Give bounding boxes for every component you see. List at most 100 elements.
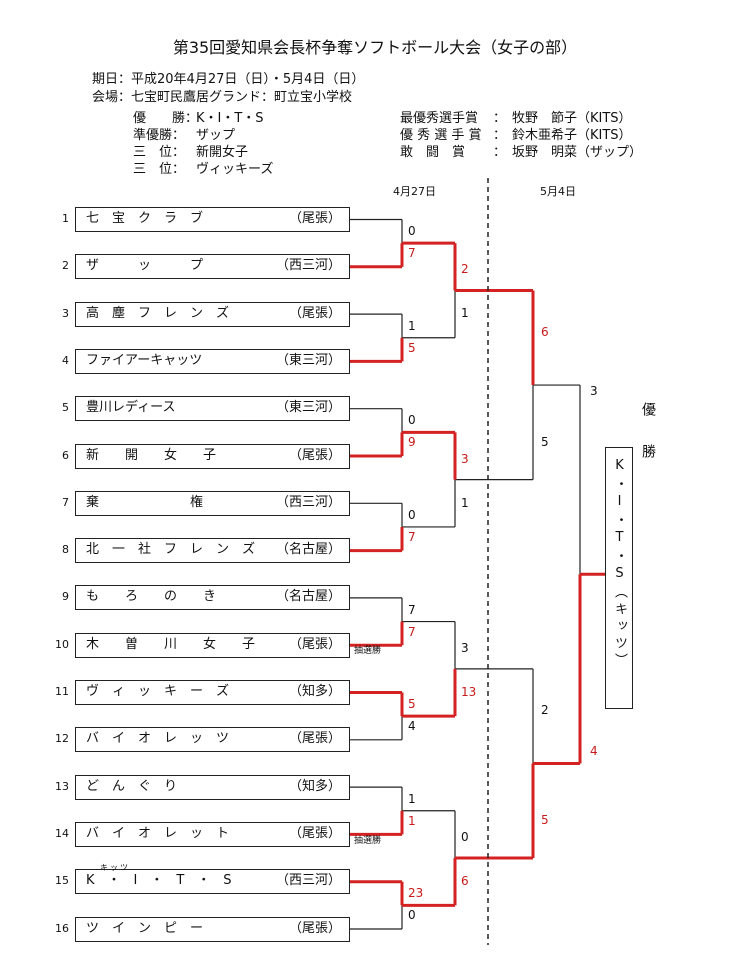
result-third2-value: ヴィッキーズ — [196, 162, 274, 177]
team-name: 新 開 女 子 — [86, 447, 217, 463]
team-name: 棄 権 — [86, 494, 204, 510]
lottery-note-match7: 抽選勝 — [354, 836, 382, 846]
score-sf-top: 2 — [541, 703, 549, 718]
lottery-note-match5: 抽選勝 — [354, 646, 382, 656]
award-outstanding-label: 優 秀 選 手 賞 — [400, 128, 482, 143]
team-slot: ど ん ぐ り （知多） — [75, 774, 350, 800]
team-name: バ イ オ レ ッ ト — [86, 825, 230, 841]
team-region: （西三河） — [275, 873, 341, 889]
result-third1-label: 三 位： — [133, 145, 186, 160]
team-slot: バ イ オ レ ッ ツ（尾張） — [75, 727, 350, 753]
team-seed: 4 — [62, 353, 69, 367]
team-name: ど ん ぐ り — [86, 778, 178, 794]
score-r1-top: 5 — [408, 697, 416, 712]
team-slot: 高 塵 フ レ ン ズ（尾張） — [75, 301, 350, 327]
team-slot: ヴ ィ ッ キ ー ズ（知多） — [75, 680, 350, 705]
team-region: （尾張） — [288, 636, 341, 652]
award-outstanding-sep: ： — [493, 128, 507, 143]
team-region: （尾張） — [288, 211, 341, 226]
score-r1-bot: 7 — [408, 529, 416, 544]
score-final-bot: 4 — [590, 744, 598, 759]
team-region: （東三河） — [275, 400, 341, 416]
result-third2-label: 三 位： — [133, 162, 186, 177]
team-name: ザ ッ プ — [86, 258, 204, 274]
team-seed: 15 — [55, 874, 69, 888]
team-seed: 14 — [55, 826, 69, 840]
team-seed: 1 — [62, 212, 69, 225]
team-name: 高 塵 フ レ ン ズ — [86, 305, 230, 321]
award-fighting-sep: ： — [493, 145, 507, 160]
score-r1-top: 1 — [408, 318, 416, 333]
team-slot: ファイアーキャッツ （東三河） — [75, 348, 350, 374]
team-slot: ザ ッ プ （西三河） — [75, 254, 350, 280]
team-region: （名古屋） — [275, 542, 341, 558]
team-slot: 七 宝 ク ラ ブ （尾張） — [75, 207, 350, 232]
team-seed: 8 — [62, 543, 69, 557]
date-round2: 5月4日 — [540, 185, 576, 198]
team-seed: 2 — [62, 259, 69, 273]
team-slot: K ・ I ・ T ・ S（西三河） — [75, 869, 350, 895]
tournament-period: 期日：平成20年4月27日（日）・5月4日（日） — [92, 72, 365, 87]
team-name: ツ イ ン ピ ー — [86, 920, 204, 936]
team-name: 七 宝 ク ラ ブ — [86, 211, 204, 226]
award-outstanding-value: 鈴木亜希子（KITS） — [512, 128, 632, 143]
team-name: ヴ ィ ッ キ ー ズ — [86, 684, 230, 699]
team-seed: 12 — [55, 732, 69, 746]
score-qf-bot: 1 — [461, 495, 469, 510]
score-qf-top: 3 — [461, 640, 469, 655]
team-seed: 13 — [55, 779, 69, 793]
kits-ruby: キッツ — [100, 863, 130, 872]
team-name: 豊川レディース — [86, 400, 176, 416]
team-name: ファイアーキャッツ — [86, 352, 203, 368]
team-seed: 16 — [55, 921, 69, 935]
score-r1-top: 0 — [408, 507, 416, 522]
result-third1-value: 新開女子 — [196, 145, 249, 160]
score-sf-top: 6 — [541, 325, 549, 340]
team-seed: 6 — [62, 448, 69, 462]
score-qf-top: 3 — [461, 451, 469, 466]
score-final-top: 3 — [590, 384, 598, 399]
team-region: （西三河） — [275, 258, 341, 274]
team-seed: 11 — [55, 685, 69, 698]
score-sf-bot: 5 — [541, 813, 549, 828]
team-region: （尾張） — [288, 447, 341, 463]
score-r1-bot: 7 — [408, 246, 416, 261]
award-fighting-label: 敢 闘 賞 — [400, 145, 466, 160]
score-r1-bot: 5 — [408, 340, 416, 355]
score-r1-top: 1 — [408, 791, 416, 806]
team-region: （東三河） — [275, 352, 341, 368]
team-seed: 9 — [62, 590, 69, 604]
result-runner-up-value: ザップ — [196, 128, 236, 143]
result-winner-label: 優 勝： — [133, 111, 199, 126]
team-slot: 棄 権 （西三河） — [75, 490, 350, 516]
award-fighting-value: 坂野 明菜（ザップ） — [512, 145, 643, 160]
score-r1-bot: 1 — [408, 813, 416, 828]
champion-name: K・I・T・S（キッツ） — [612, 458, 627, 670]
team-name: も ろ の き — [86, 589, 217, 605]
champion-box: K・I・T・S（キッツ） — [605, 447, 633, 709]
score-r1-bot: 0 — [408, 908, 416, 923]
award-mvp-sep: ： — [493, 111, 507, 126]
score-r1-bot: 7 — [408, 624, 416, 639]
team-region: （尾張） — [288, 920, 341, 936]
score-qf-top: 2 — [461, 262, 469, 277]
score-qf-bot: 6 — [461, 874, 469, 889]
page-title: 第35回愛知県会長杯争奪ソフトボール大会（女子の部） — [172, 38, 578, 57]
team-region: （名古屋） — [275, 589, 341, 605]
score-r1-top: 0 — [408, 413, 416, 428]
team-slot: 豊川レディース （東三河） — [75, 396, 350, 422]
score-r1-top: 7 — [408, 602, 416, 617]
team-slot: 木 曽 川 女 子（尾張） — [75, 632, 350, 658]
award-mvp-label: 最優秀選手賞 — [400, 111, 479, 126]
team-slot: ツ イ ン ピ ー （尾張） — [75, 916, 350, 942]
award-mvp-value: 牧野 節子（KITS） — [512, 111, 632, 126]
team-slot: も ろ の き （名古屋） — [75, 585, 350, 611]
team-region: （西三河） — [275, 494, 341, 510]
tournament-venue: 会場：七宝町民鷹居グランド：町立宝小学校 — [92, 90, 353, 105]
team-region: （知多） — [288, 778, 341, 794]
team-slot: バ イ オ レ ッ ト （尾張） — [75, 821, 350, 847]
team-region: （尾張） — [288, 731, 341, 747]
team-region: （尾張） — [288, 825, 341, 841]
team-seed: 5 — [62, 401, 69, 415]
